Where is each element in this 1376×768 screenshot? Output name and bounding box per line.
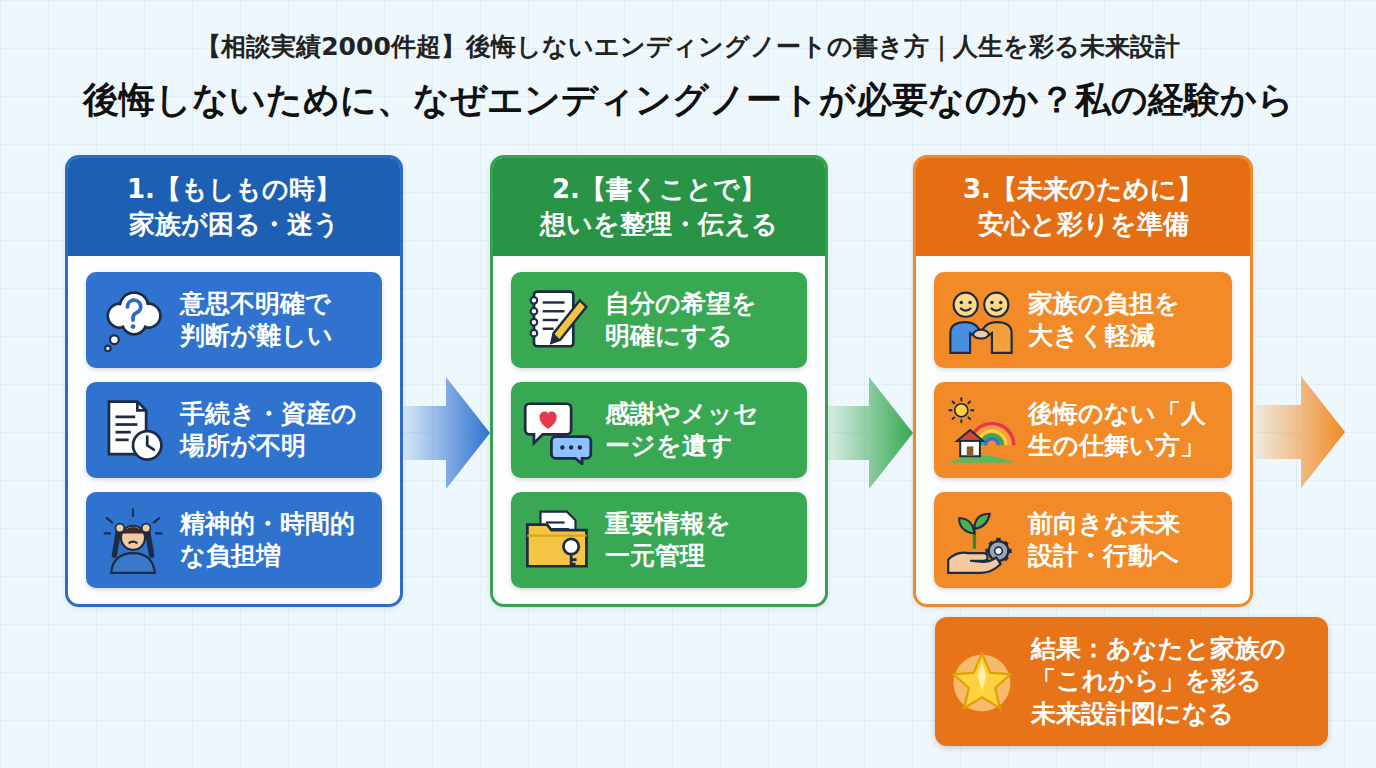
document-clock-icon <box>98 395 168 465</box>
reason-box: 家族の負担を 大きく軽減 <box>934 272 1232 368</box>
thought-cloud-icon <box>98 285 168 355</box>
subtitle-label: 【相談実績2000件超】後悔しないエンディングノートの書き方｜人生を彩る未来設計 <box>0 30 1376 63</box>
box-text: 精神的・時間的 な負担増 <box>180 508 372 573</box>
box-text: 結果：あなたと家族の 「これから」を彩る 未来設計図になる <box>1031 633 1314 731</box>
box-text: 後悔のない「人 生の仕舞い方」 <box>1028 398 1222 463</box>
diagram-title: 後悔しないために、なぜエンディングノートが必要なのか？私の経験から <box>0 76 1376 125</box>
box-text: 重要情報を 一元管理 <box>605 508 797 573</box>
reason-box: 自分の希望を 明確にする <box>511 272 807 368</box>
reason-box: 精神的・時間的 な負担増 <box>86 492 382 588</box>
star-icon <box>947 647 1017 717</box>
handshake-icon <box>946 285 1016 355</box>
reason-box: 重要情報を 一元管理 <box>511 492 807 588</box>
box-text: 意思不明確で 判断が難しい <box>180 288 372 353</box>
stressed-person-icon <box>98 505 168 575</box>
flow-arrow <box>403 377 490 489</box>
stage-panel: 2.【書くことで】 想いを整理・伝える 自分の希望を 明確にする 感謝やメッセ … <box>490 155 828 607</box>
result-box: 結果：あなたと家族の 「これから」を彩る 未来設計図になる <box>935 617 1328 746</box>
stage-panel: 3.【未来のために】 安心と彩りを準備 家族の負担を 大きく軽減 後悔のない「人… <box>913 155 1253 607</box>
reason-box: 意思不明確で 判断が難しい <box>86 272 382 368</box>
plant-hand-icon <box>946 505 1016 575</box>
folder-key-icon <box>523 505 593 575</box>
rainbow-house-icon <box>946 395 1016 465</box>
reason-box: 感謝やメッセ ージを遺す <box>511 382 807 478</box>
reason-box: 前向きな未来 設計・行動へ <box>934 492 1232 588</box>
box-text: 家族の負担を 大きく軽減 <box>1028 288 1222 353</box>
box-text: 前向きな未来 設計・行動へ <box>1028 508 1222 573</box>
notebook-pencil-icon <box>523 285 593 355</box>
box-text: 手続き・資産の 場所が不明 <box>180 398 372 463</box>
panel-heading: 3.【未来のために】 安心と彩りを準備 <box>916 158 1250 256</box>
panel-heading: 2.【書くことで】 想いを整理・伝える <box>493 158 825 256</box>
reason-box: 手続き・資産の 場所が不明 <box>86 382 382 478</box>
stage-panel: 1.【もしもの時】 家族が困る・迷う 意思不明確で 判断が難しい 手続き・資産の… <box>65 155 403 607</box>
message-heart-icon <box>523 395 593 465</box>
exit-arrow <box>1255 376 1345 488</box>
flow-arrow <box>828 377 913 489</box>
box-text: 自分の希望を 明確にする <box>605 288 797 353</box>
box-text: 感謝やメッセ ージを遺す <box>605 398 797 463</box>
panel-heading: 1.【もしもの時】 家族が困る・迷う <box>68 158 400 256</box>
reason-box: 後悔のない「人 生の仕舞い方」 <box>934 382 1232 478</box>
